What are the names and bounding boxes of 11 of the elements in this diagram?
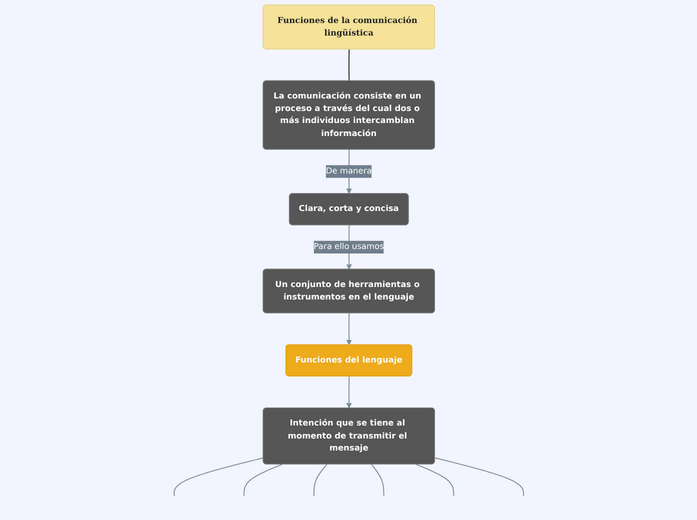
connector <box>370 464 384 496</box>
connector <box>313 464 327 496</box>
edge-label: Para ello usamos <box>313 242 384 252</box>
connector <box>434 457 524 496</box>
connector <box>348 48 350 82</box>
arrow <box>346 376 352 408</box>
connector <box>243 464 282 496</box>
arrow <box>346 312 352 346</box>
connector <box>415 464 454 496</box>
edge-label: De manera <box>326 166 372 176</box>
connector <box>173 457 264 496</box>
